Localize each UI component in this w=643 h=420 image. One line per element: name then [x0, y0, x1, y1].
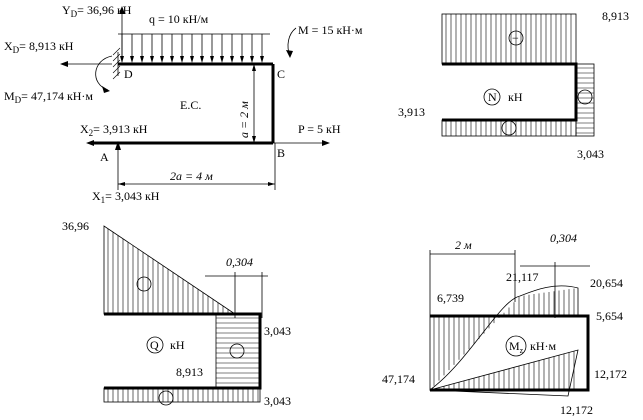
- n-left-value: 3,913: [398, 105, 425, 119]
- n-sign-right: [577, 89, 593, 105]
- m-right-low-value: 12,172: [594, 367, 627, 381]
- m-title-circle: [505, 335, 527, 357]
- q-sign-top: [136, 276, 152, 292]
- n-diagram: − N кН 8,913 3,913 3,043: [398, 9, 629, 161]
- x2-label: X2= 3,913 кН: [80, 122, 148, 138]
- es-label: E.C.: [180, 98, 201, 112]
- q-right-value: 3,043: [264, 324, 291, 338]
- q-left-value: 8,913: [176, 365, 203, 379]
- q-bottom-value: 3,043: [264, 394, 291, 408]
- q-title: Q: [150, 338, 159, 352]
- m-dim-label: 2 м: [455, 238, 472, 252]
- n-unit: кН: [508, 90, 523, 104]
- node-d: D: [124, 67, 133, 81]
- m-top-right-value: 20,654: [590, 276, 623, 290]
- m-left-value: 47,174: [382, 372, 415, 386]
- q-unit: кН: [170, 338, 185, 352]
- a-label: a = 2 м: [237, 101, 251, 138]
- m-label: M = 15 кН·м: [298, 23, 363, 37]
- yd-label: YD= 36,96 кН: [62, 3, 132, 19]
- m-offset-value: 0,304: [550, 231, 577, 245]
- p-label: P = 5 кН: [298, 122, 341, 136]
- xd-label: XD= 8,913 кН: [4, 39, 74, 55]
- q-title-circle: [146, 336, 164, 354]
- q-sign-bottom: [158, 390, 174, 406]
- m-right-value: 5,654: [596, 309, 623, 323]
- n-sign-top: [508, 30, 524, 46]
- m-title: Mz: [509, 339, 524, 355]
- n-title: N: [488, 90, 497, 104]
- q-sign-right: [229, 343, 245, 359]
- n-sign-bottom: [501, 120, 517, 136]
- node-b: B: [277, 146, 285, 160]
- m-bottom-value: 12,172: [560, 403, 593, 417]
- q-diagram: Q кН 36,96 0,304 3,043 8,913 3,043: [62, 219, 291, 408]
- q-top-value: 36,96: [62, 219, 89, 233]
- node-a: A: [100, 150, 109, 164]
- frame-scheme: YD= 36,96 кН q = 10 кН/м M = 15 кН·м XD=…: [4, 3, 363, 205]
- twoa-label: 2a = 4 м: [170, 169, 213, 183]
- q-offset-value: 0,304: [226, 255, 253, 269]
- svg-text:−: −: [512, 31, 519, 45]
- m-unit: кН·м: [530, 339, 556, 353]
- m-peak-value: 21,117: [506, 270, 539, 284]
- node-c: C: [277, 67, 285, 81]
- n-title-circle: [483, 88, 501, 106]
- n-top-value: 8,913: [602, 9, 629, 23]
- distributed-load: [118, 33, 270, 63]
- x1-label: X1= 3,043 кН: [92, 189, 160, 205]
- m-mid-value: 6,739: [437, 291, 464, 305]
- md-label: MD= 47,174 кН·м: [4, 89, 93, 105]
- n-bottom-value: 3,043: [577, 147, 604, 161]
- m-diagram: Mz кН·м 2 м 0,304 21,117 6,739 20,654 5,…: [382, 231, 627, 417]
- q-label: q = 10 кН/м: [149, 12, 209, 26]
